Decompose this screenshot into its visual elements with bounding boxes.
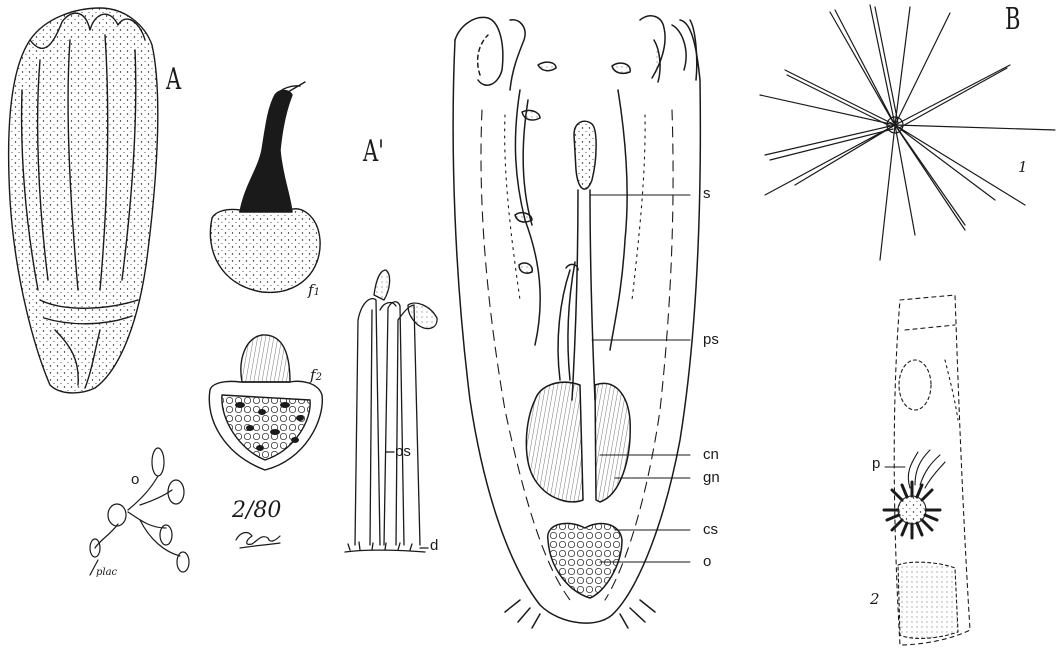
label-d: d [430,538,438,553]
signature-scribble [236,533,280,548]
longitudinal-section-drawing [453,16,700,628]
label-gn: gn [703,470,720,485]
figure-label-a: A [166,65,181,95]
placenta-sketch [90,448,189,575]
label-o-ovary: o [703,554,711,569]
label-cn: cn [703,447,719,462]
flower-bud-drawing [9,8,158,393]
figure-label-1: 1 [1018,160,1028,175]
label-cs: cs [703,522,718,537]
stellate-hair-drawing [760,5,1055,260]
label-plac: plac [96,568,117,578]
figure-label-2: 2 [870,592,880,607]
label-ps-stamen: ps [395,444,411,459]
label-s-stigma: s [703,186,711,201]
figure-label-b: B [1005,5,1020,35]
label-p-pollen: p [872,456,880,471]
label-ps-pistil: ps [703,332,719,347]
cell-drawing [884,295,970,645]
fruit-label-f1-subscript: 1 [314,287,320,298]
figure-label-a-prime: A' [363,137,384,167]
signature-date: 2/80 [232,500,281,522]
fruit-f1-drawing [210,82,320,292]
fruit-label-f1: f1 [308,283,320,298]
fruit-label-f2-subscript: 2 [316,372,322,383]
fruit-f2-drawing [209,335,322,470]
fruit-label-f2: f2 [310,368,322,383]
stamens-drawing [345,270,437,552]
label-o-ovule: o [131,472,139,487]
